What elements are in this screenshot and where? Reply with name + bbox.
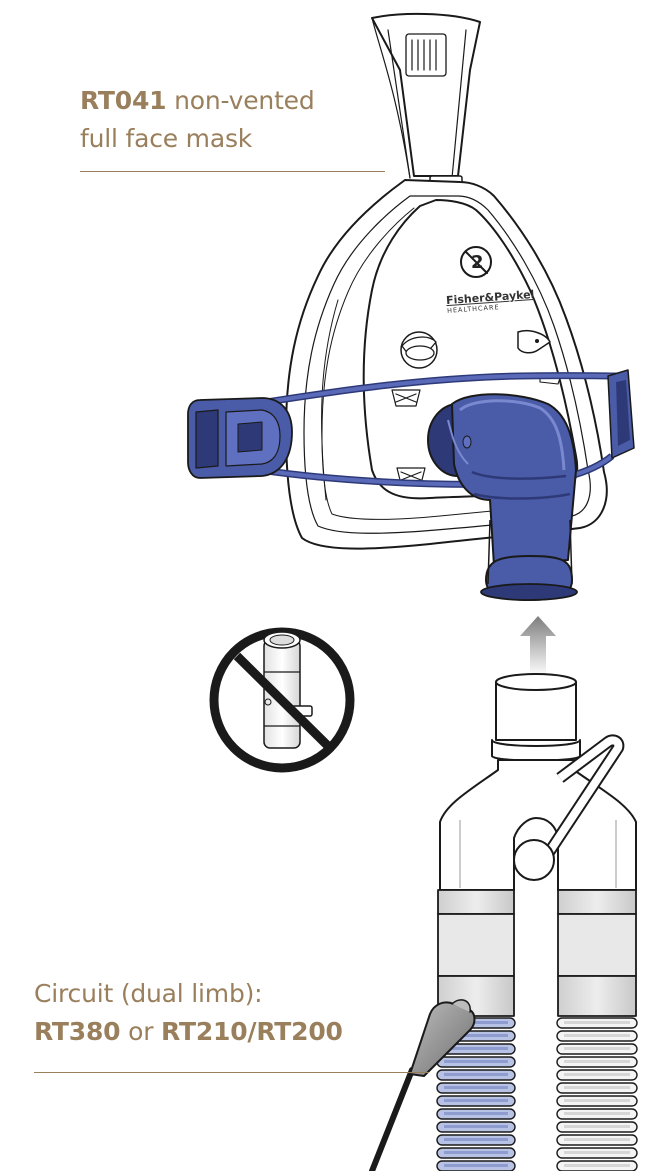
tube-rib-shade xyxy=(444,1086,508,1089)
circuit-label-line1: Circuit (dual limb): xyxy=(34,975,394,1013)
dual-limb-circuit xyxy=(438,674,636,1016)
circuit-code-2: RT210/RT200 xyxy=(161,1017,343,1046)
tube-rib-shade xyxy=(444,1125,508,1128)
tube-rib-shade xyxy=(444,1151,508,1154)
connect-arrow xyxy=(520,616,556,676)
tube-rib-shade xyxy=(444,1112,508,1115)
expiratory-limb-tube xyxy=(557,1018,637,1171)
circuit-label: Circuit (dual limb): RT380 or RT210/RT20… xyxy=(34,975,394,1051)
tube-rib-shade xyxy=(564,1060,630,1063)
circuit-code-1: RT380 xyxy=(34,1017,120,1046)
tube-rib-shade xyxy=(444,1060,508,1063)
mask-label: RT041 non-vented full face mask xyxy=(80,82,380,158)
tube-rib-shade xyxy=(564,1138,630,1141)
tube-rib-shade xyxy=(564,1086,630,1089)
circuit-label-rule xyxy=(34,1072,429,1073)
tube-rib-shade xyxy=(444,1073,508,1076)
mask-label-rule xyxy=(80,171,385,172)
tube-rib-shade xyxy=(444,1099,508,1102)
tube-rib-shade xyxy=(564,1021,630,1024)
no-anti-asphyxia-valve-icon xyxy=(214,632,350,768)
tube-rib-shade xyxy=(564,1112,630,1115)
tube-rib-shade xyxy=(564,1047,630,1050)
tube-rib-shade xyxy=(444,1164,508,1167)
tube-rib-shade xyxy=(444,1138,508,1141)
tube-rib-shade xyxy=(564,1073,630,1076)
mask-type-text: non-vented xyxy=(166,86,314,115)
mask-code: RT041 xyxy=(80,86,166,115)
tube-rib-shade xyxy=(564,1164,630,1167)
single-use-mark: 2 xyxy=(471,252,484,273)
tube-rib-shade xyxy=(564,1125,630,1128)
mask-label-line1: RT041 non-vented xyxy=(80,82,380,120)
tube-rib-shade xyxy=(564,1151,630,1154)
circuit-label-line2: RT380 or RT210/RT200 xyxy=(34,1013,394,1051)
mask-label-line2: full face mask xyxy=(80,120,380,158)
tube-rib-shade xyxy=(564,1034,630,1037)
tube-rib-shade xyxy=(564,1099,630,1102)
circuit-connector: or xyxy=(120,1017,161,1046)
